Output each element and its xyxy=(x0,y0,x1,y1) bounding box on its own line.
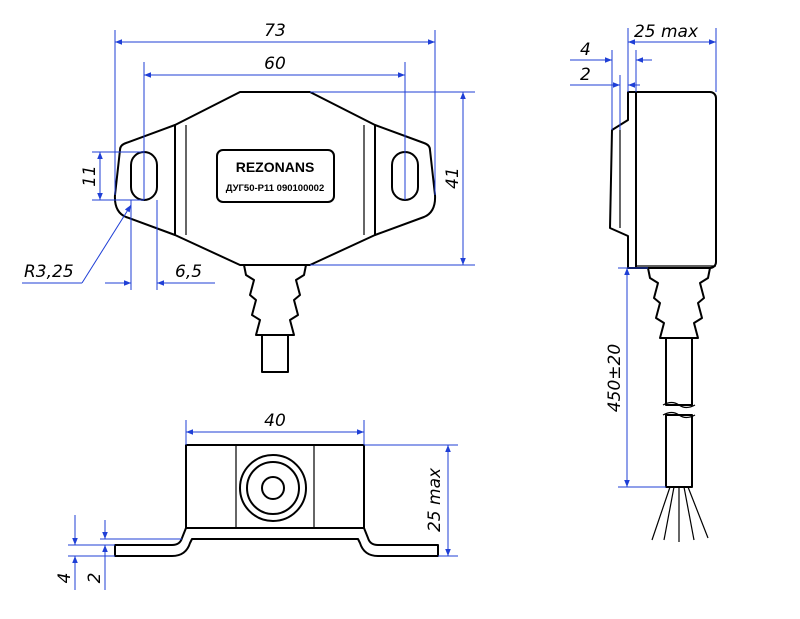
dim-height: 41 xyxy=(443,167,463,189)
side-bracket xyxy=(609,91,637,269)
dim-front-flange-thickness: 4 xyxy=(55,573,75,584)
dim-front-height: 25 max xyxy=(425,467,445,532)
cable-break-top xyxy=(662,401,696,409)
cable-gland xyxy=(243,264,307,336)
wire-ends xyxy=(651,486,709,542)
side-cable-gland xyxy=(647,267,711,339)
dim-cable-length: 450±20 xyxy=(605,344,625,412)
dim-overall-width: 73 xyxy=(264,21,286,41)
cable xyxy=(261,334,289,373)
product-label xyxy=(216,149,335,203)
side-cable-lower xyxy=(665,414,693,488)
dim-slot-offset: 6,5 xyxy=(175,262,202,282)
dim-front-flange-offset: 2 xyxy=(85,573,105,584)
dim-slot-length: 11 xyxy=(80,165,100,187)
front-bracket xyxy=(114,527,439,557)
side-cable-upper xyxy=(665,337,693,406)
dim-hole-spacing: 60 xyxy=(264,54,286,74)
dim-side-depth: 25 max xyxy=(634,22,699,42)
label-model: ДУГ50-Р11 090100002 xyxy=(226,183,324,194)
dim-front-width: 40 xyxy=(264,411,286,431)
side-view xyxy=(609,91,717,542)
dim-side-flange-offset: 2 xyxy=(580,65,591,85)
dim-radius: R3,25 xyxy=(24,262,74,282)
front-view-dimensions: 40 25 max 4 2 xyxy=(55,411,458,590)
label-brand: REZONANS xyxy=(236,159,315,175)
cable-end xyxy=(261,476,285,500)
top-view: REZONANS ДУГ50-Р11 090100002 xyxy=(113,91,437,373)
front-view xyxy=(114,444,439,557)
side-body xyxy=(627,91,717,269)
cable-break-bottom xyxy=(662,411,696,419)
side-view-dimensions: 25 max 4 2 450±20 xyxy=(570,22,717,488)
top-view-dimensions: 73 60 41 11 R3,25 6,5 xyxy=(22,21,475,290)
dim-side-flange-thickness: 4 xyxy=(580,40,591,60)
